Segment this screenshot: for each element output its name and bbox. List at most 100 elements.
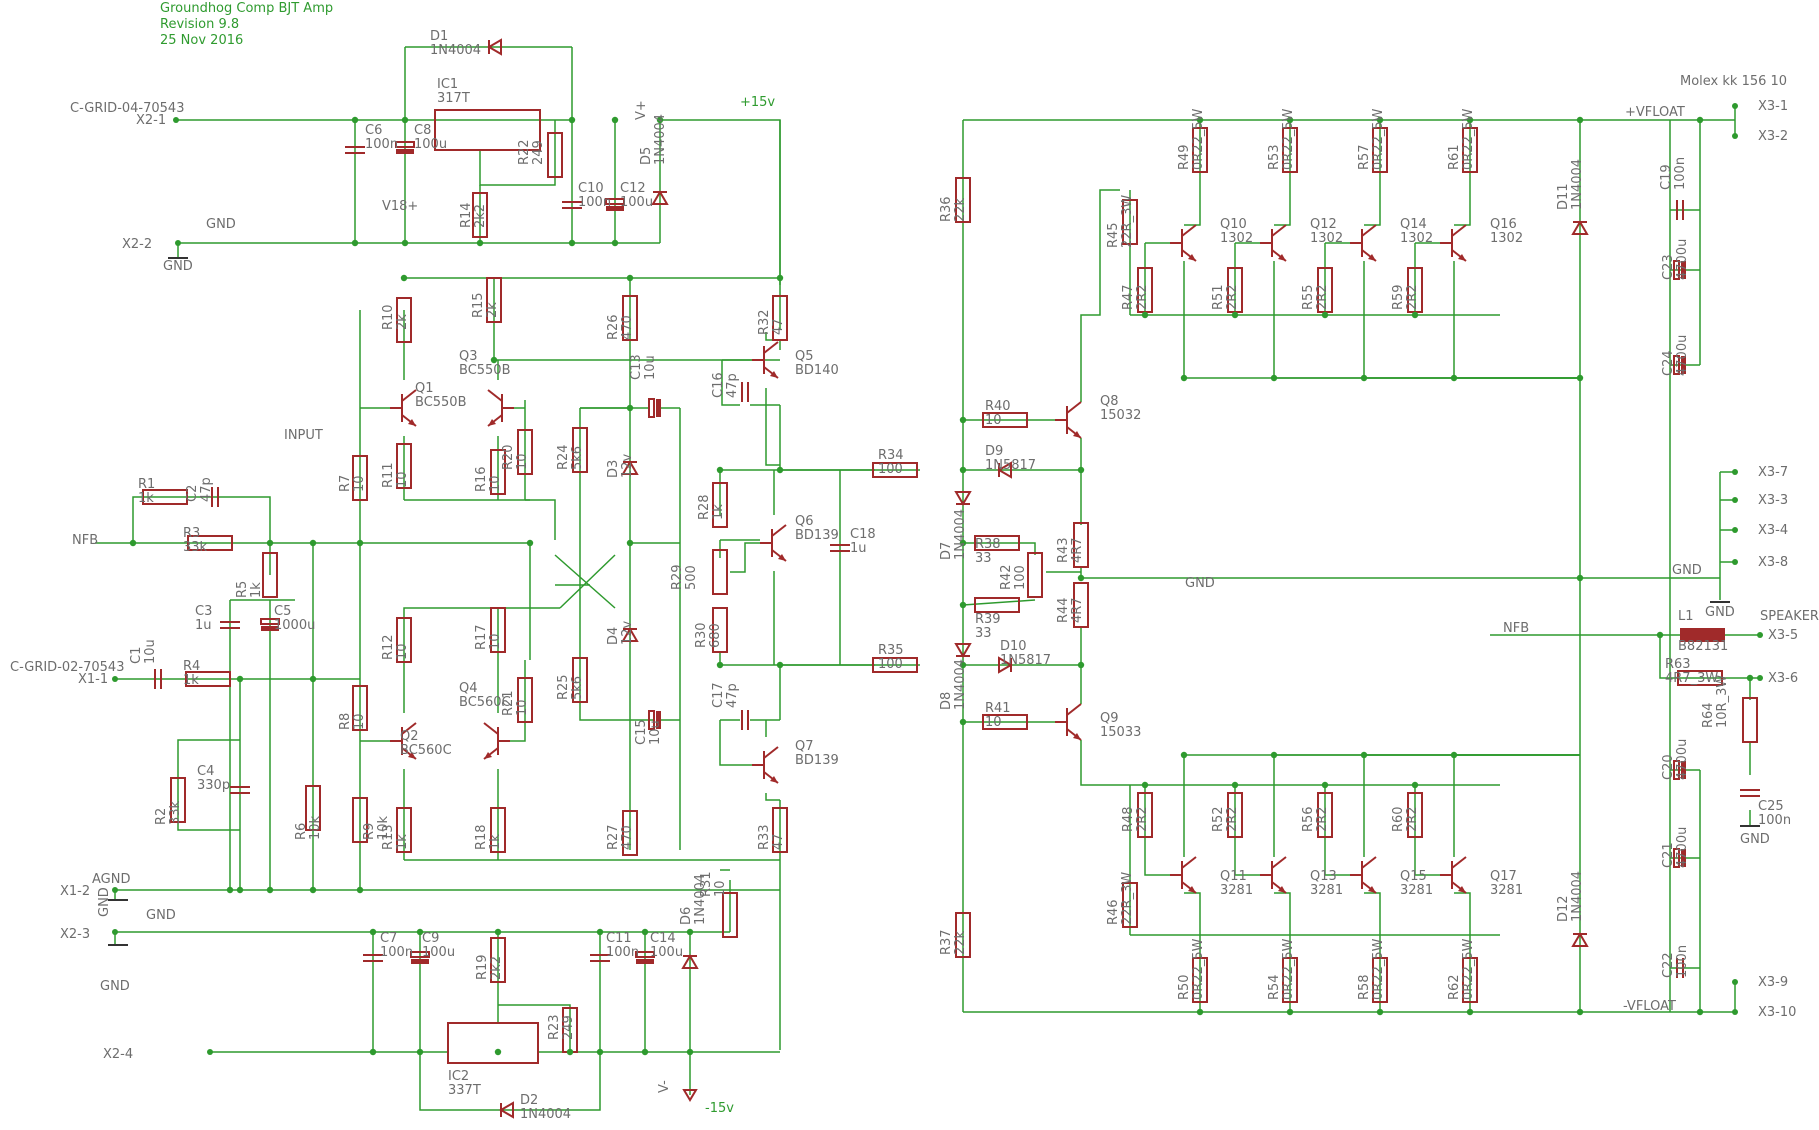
part-ref: R57 bbox=[1357, 144, 1372, 170]
pin-label: X3-1 bbox=[1758, 99, 1788, 114]
part-value: 12v bbox=[620, 453, 635, 478]
resistor-r54 bbox=[1282, 957, 1298, 1003]
part-ref: R56 bbox=[1301, 806, 1316, 832]
junction-dot bbox=[566, 1048, 574, 1056]
junction-dot bbox=[1321, 311, 1329, 319]
connector-part: Molex kk 156 10 bbox=[1680, 74, 1787, 89]
wire bbox=[525, 499, 556, 540]
part-ref: C13 bbox=[629, 354, 644, 380]
junction-dot bbox=[309, 886, 317, 894]
pin-label: X1-2 bbox=[60, 884, 90, 899]
part-ref: R52 bbox=[1211, 806, 1226, 832]
part-ref: R28 bbox=[697, 494, 712, 520]
resistor-r43 bbox=[1073, 522, 1089, 568]
junction-dot bbox=[1576, 116, 1584, 124]
resistor-r45 bbox=[1122, 199, 1138, 245]
resistor-r50 bbox=[1192, 957, 1208, 1003]
part-value: 2k bbox=[395, 314, 410, 330]
junction-dot bbox=[369, 1048, 377, 1056]
capacitor-c13 bbox=[648, 398, 661, 418]
capacitor-c25 bbox=[1740, 789, 1760, 797]
wire bbox=[1234, 785, 1260, 876]
part-value: 100n bbox=[1758, 813, 1791, 828]
resistor-r29 bbox=[712, 549, 728, 595]
junction-dot bbox=[1231, 781, 1239, 789]
junction-dot bbox=[1077, 574, 1085, 582]
connector-pin bbox=[1757, 675, 1763, 681]
capacitor-c11 bbox=[590, 954, 610, 962]
part-ref: Q15 bbox=[1400, 869, 1427, 884]
capacitor-c9 bbox=[410, 951, 430, 964]
part-value: 100n bbox=[1675, 945, 1690, 978]
connector-pin bbox=[112, 929, 118, 935]
resistor-r4 bbox=[185, 671, 231, 687]
junction-dot bbox=[1286, 1008, 1294, 1016]
part-ref: C19 bbox=[1659, 164, 1674, 190]
net-label: V18+ bbox=[382, 199, 418, 214]
part-value: 10 bbox=[395, 643, 410, 660]
diode-d6 bbox=[681, 954, 699, 969]
wire bbox=[1324, 785, 1350, 876]
net-label: GND bbox=[1740, 832, 1770, 847]
resistor-r53 bbox=[1282, 127, 1298, 173]
connector-pin bbox=[1732, 527, 1738, 533]
part-value: 100n bbox=[606, 945, 639, 960]
wire bbox=[554, 554, 616, 609]
resistor-r49 bbox=[1192, 127, 1208, 173]
part-ref: R23 bbox=[547, 1014, 562, 1040]
junction-dot bbox=[494, 1048, 502, 1056]
junction-dot bbox=[596, 928, 604, 936]
junction-dot bbox=[656, 116, 664, 124]
capacitor-c8 bbox=[395, 141, 415, 154]
part-ref: R16 bbox=[474, 466, 489, 492]
wire bbox=[1183, 754, 1580, 857]
junction-dot bbox=[1411, 781, 1419, 789]
resistor-r22 bbox=[547, 132, 563, 178]
part-ref: C12 bbox=[620, 181, 646, 196]
part-value: B82131 bbox=[1678, 639, 1728, 654]
junction-dot bbox=[236, 886, 244, 894]
part-value: 33k bbox=[168, 800, 183, 825]
part-ref: R41 bbox=[985, 701, 1011, 716]
resistor-r18 bbox=[490, 807, 506, 853]
part-value: 5k6 bbox=[570, 676, 585, 700]
part-ref: C8 bbox=[414, 123, 431, 138]
net-label: GND bbox=[100, 979, 130, 994]
junction-dot bbox=[776, 661, 784, 669]
wire bbox=[963, 542, 1036, 555]
capacitor-c1 bbox=[154, 669, 162, 689]
connector-pin bbox=[1732, 559, 1738, 565]
net-label: -15v bbox=[705, 1101, 734, 1116]
diode-d5 bbox=[651, 190, 669, 205]
part-ref: R60 bbox=[1391, 806, 1406, 832]
wires bbox=[95, 46, 1760, 1111]
junction-dot bbox=[1411, 311, 1419, 319]
part-ref: R12 bbox=[381, 634, 396, 660]
wire bbox=[1273, 261, 1580, 379]
transistor-q17 bbox=[1440, 856, 1467, 894]
part-ref: R35 bbox=[878, 643, 904, 658]
junction-dot bbox=[494, 928, 502, 936]
part-ref: C16 bbox=[711, 372, 726, 398]
junction-dot bbox=[1376, 1008, 1384, 1016]
part-value: 0R22_5W bbox=[1371, 938, 1386, 1000]
part-ref: R44 bbox=[1056, 597, 1071, 623]
resistor-r44 bbox=[1073, 582, 1089, 628]
part-value: 4700u bbox=[1675, 239, 1690, 280]
pin-label: X3-7 bbox=[1758, 465, 1788, 480]
title: Groundhog Comp BJT Amp bbox=[160, 1, 333, 16]
resistor-r28 bbox=[712, 482, 728, 528]
resistor-r12 bbox=[396, 617, 412, 663]
resistor-r39 bbox=[974, 597, 1020, 613]
wire bbox=[132, 496, 271, 543]
resistor-r63 bbox=[1677, 670, 1723, 686]
part-ref: C10 bbox=[578, 181, 604, 196]
resistor-r32 bbox=[772, 295, 788, 341]
resistor-r1 bbox=[142, 489, 188, 505]
part-value: 470 bbox=[620, 825, 635, 850]
part-ref: R14 bbox=[459, 202, 474, 228]
part-ref: C24 bbox=[1661, 350, 1676, 376]
part-value: 5k6 bbox=[570, 446, 585, 470]
part-value: 249 bbox=[561, 1015, 576, 1040]
part-value: 10 bbox=[515, 699, 530, 716]
